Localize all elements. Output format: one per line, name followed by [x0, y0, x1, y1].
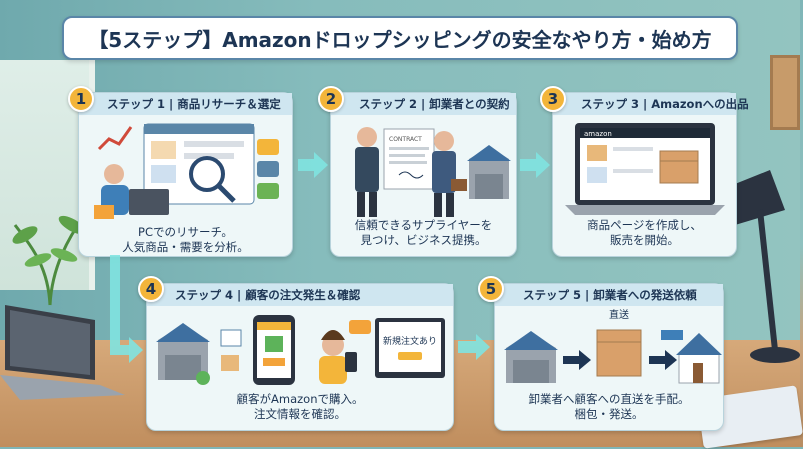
step-card-1: ステップ 1 | 商品リサーチ＆選定 PCでのリサーチ。 人気商品・需要を分析。: [78, 92, 293, 257]
step-number-5: 5: [485, 280, 497, 298]
step-desc-2-line1: 信頼できるサプライヤーを: [354, 218, 493, 232]
store-label: amazon: [584, 130, 612, 138]
step-desc-4: 顧客がAmazonで購入。 注文情報を確認。: [147, 392, 453, 422]
step-card-2: ステップ 2 | 卸業者との契約 CONTRACT 信頼できるサプライヤーを 見…: [330, 92, 517, 257]
step-desc-1-line2: 人気商品・需要を分析。: [122, 240, 249, 254]
step-desc-2: 信頼できるサプライヤーを 見つけ、ビジネス提携。: [331, 218, 516, 248]
step-header-3: ステップ 3 | Amazonへの出品: [553, 93, 749, 115]
picture-frame: [770, 55, 800, 130]
order-notification-text: 新規注文あり: [383, 335, 437, 347]
step-header-4: ステップ 4 | 顧客の注文発生＆確認: [147, 284, 453, 306]
research-illustration: [94, 123, 279, 219]
arrow-step1-to-step2: [298, 152, 328, 178]
step-number-4: 4: [145, 280, 157, 298]
title-banner: 【5ステップ】Amazonドロップシッピングの安全なやり方・始め方: [62, 16, 738, 60]
direct-ship-label: 直送: [609, 308, 629, 321]
step-desc-5-line1: 卸業者へ顧客への直送を手配。: [528, 392, 690, 406]
step-desc-3-line1: 商品ページを作成し、: [587, 218, 702, 232]
order-illustration: 新規注文あり: [156, 315, 445, 385]
step-desc-1: PCでのリサーチ。 人気商品・需要を分析。: [79, 225, 292, 255]
step-header-label-3: ステップ 3 | Amazonへの出品: [581, 97, 749, 111]
step-desc-2-line2: 見つけ、ビジネス提携。: [360, 233, 487, 247]
step-card-5: ステップ 5 | 卸業者への発送依頼 直送 卸業者へ顧客への直送を手配。 梱包・…: [494, 283, 724, 431]
step-header-label-5: ステップ 5 | 卸業者への発送依頼: [523, 288, 697, 302]
step-header-2: ステップ 2 | 卸業者との契約: [331, 93, 516, 115]
step-desc-4-line1: 顧客がAmazonで購入。: [236, 392, 364, 406]
step-card-3: ステップ 3 | Amazonへの出品 amazon 商品ページを作成し、 販売…: [552, 92, 749, 257]
step-number-badge-4: 4: [138, 276, 164, 302]
step-desc-4-line2: 注文情報を確認。: [254, 407, 346, 421]
contract-illustration: CONTRACT: [355, 127, 511, 217]
laptop-illustration: [0, 305, 125, 400]
step-header-5: ステップ 5 | 卸業者への発送依頼: [495, 284, 723, 306]
step-desc-3: 商品ページを作成し、 販売を開始。: [553, 218, 736, 248]
step-header-1: ステップ 1 | 商品リサーチ＆選定: [79, 93, 292, 115]
step-number-badge-3: 3: [540, 86, 566, 112]
step-number-badge-1: 1: [68, 86, 94, 112]
step-desc-5-line2: 梱包・発送。: [574, 407, 644, 421]
step-header-label-4: ステップ 4 | 顧客の注文発生＆確認: [175, 288, 361, 302]
step-desc-1-line1: PCでのリサーチ。: [138, 225, 233, 239]
step-card-4: ステップ 4 | 顧客の注文発生＆確認 新規注文あり 顧客がAmazonで購入。…: [146, 283, 454, 431]
arrow-step1-to-step4: [110, 255, 143, 363]
step-number-2: 2: [325, 90, 337, 108]
arrow-step2-to-step3: [520, 152, 550, 178]
shipping-illustration: 直送: [504, 308, 722, 384]
step-desc-3-line2: 販売を開始。: [610, 233, 679, 247]
contract-label: CONTRACT: [389, 136, 422, 143]
step-number-badge-5: 5: [478, 276, 504, 302]
step-desc-5: 卸業者へ顧客への直送を手配。 梱包・発送。: [495, 392, 723, 422]
page-title: 【5ステップ】Amazonドロップシッピングの安全なやり方・始め方: [88, 27, 712, 52]
step-number-3: 3: [547, 90, 559, 108]
step-number-badge-2: 2: [318, 86, 344, 112]
step-number-1: 1: [75, 90, 87, 108]
step-header-label-2: ステップ 2 | 卸業者との契約: [359, 97, 510, 111]
listing-illustration: amazon: [565, 123, 725, 215]
step-header-label-1: ステップ 1 | 商品リサーチ＆選定: [107, 97, 281, 111]
arrow-step4-to-step5: [458, 334, 490, 360]
